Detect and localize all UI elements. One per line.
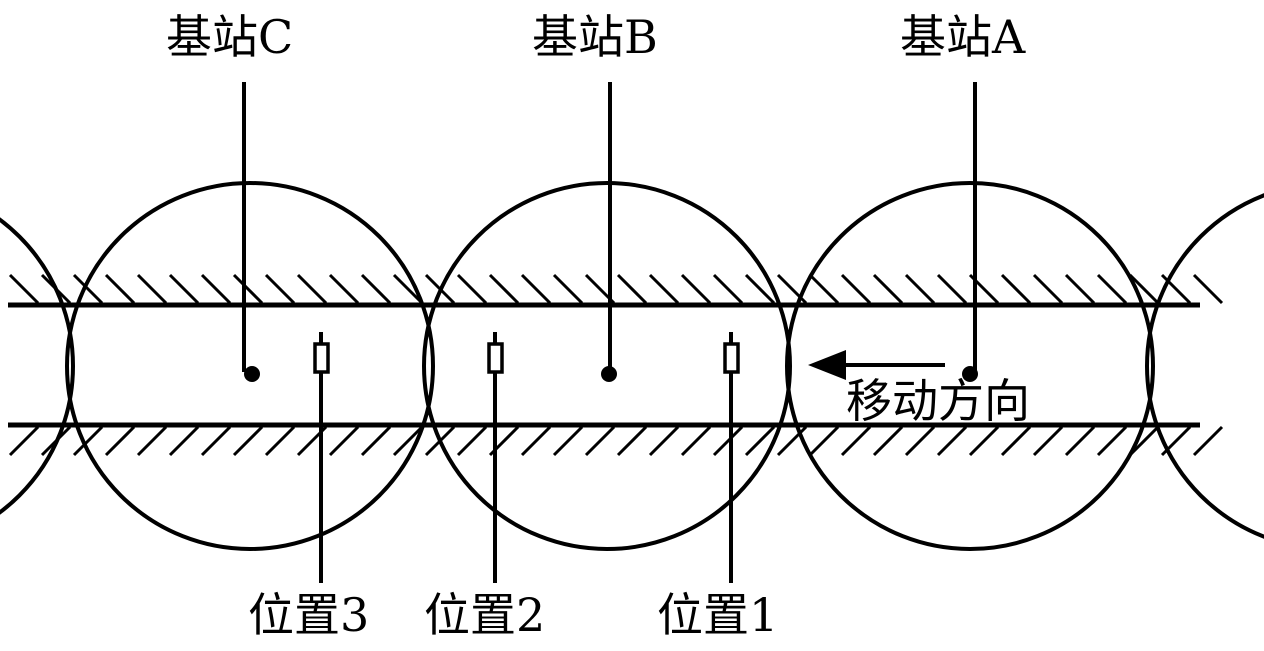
- upper-wall-hatch-line: [1160, 273, 1192, 305]
- position-1-label: 位置1: [657, 588, 779, 642]
- upper-wall-hatch-line: [72, 273, 104, 305]
- upper-wall-hatch-line: [680, 273, 712, 305]
- lower-wall-hatch-line: [1192, 425, 1224, 457]
- lower-wall-hatch-line: [616, 425, 648, 457]
- lower-wall-hatch-line: [40, 425, 72, 457]
- lower-wall-hatch-line: [1000, 425, 1032, 457]
- lower-wall-hatch-line: [872, 425, 904, 457]
- lower-wall-hatch-line: [1096, 425, 1128, 457]
- upper-road-wall: [8, 273, 1224, 308]
- upper-wall-hatch-line: [296, 273, 328, 305]
- upper-wall-hatch-line: [648, 273, 680, 305]
- lower-wall-hatch-line: [168, 425, 200, 457]
- upper-wall-hatch-line: [424, 273, 456, 305]
- position-3-label: 位置3: [248, 588, 370, 642]
- lower-wall-hatch-line: [456, 425, 488, 457]
- station-b-dot: [601, 366, 617, 382]
- upper-wall-hatch-line: [488, 273, 520, 305]
- lower-wall-hatch-line: [520, 425, 552, 457]
- lower-wall-hatch-line: [808, 425, 840, 457]
- lower-wall-hatch-line: [1032, 425, 1064, 457]
- lower-wall-hatch-line: [1128, 425, 1160, 457]
- station-a-dot: [962, 366, 978, 382]
- upper-wall-hatch-line: [712, 273, 744, 305]
- upper-wall-hatch-line: [936, 273, 968, 305]
- upper-wall-hatch-line: [744, 273, 776, 305]
- station-b-label: 基站B: [532, 10, 658, 64]
- position-1-marker: [723, 342, 740, 374]
- upper-wall-hatch-line: [8, 273, 40, 305]
- lower-wall-hatch-line: [680, 425, 712, 457]
- upper-wall-hatch-line: [1128, 273, 1160, 305]
- position-2-marker: [487, 342, 504, 374]
- lower-wall-hatch-line: [712, 425, 744, 457]
- lower-wall-hatch-line: [648, 425, 680, 457]
- lower-wall-hatch-line: [72, 425, 104, 457]
- upper-wall-hatch-line: [328, 273, 360, 305]
- upper-wall-hatch-line: [1032, 273, 1064, 305]
- lower-wall-hatch-line: [1064, 425, 1096, 457]
- lower-wall-hatch-line: [1160, 425, 1192, 457]
- lower-wall-hatch-line: [904, 425, 936, 457]
- coverage-circle-c: [65, 181, 435, 551]
- upper-wall-hatch-line: [456, 273, 488, 305]
- upper-wall-hatch-line: [360, 273, 392, 305]
- position-3-marker: [313, 342, 330, 374]
- upper-wall-hatch-line: [616, 273, 648, 305]
- upper-wall-hatch-line: [1096, 273, 1128, 305]
- lower-wall-hatch-line: [584, 425, 616, 457]
- lower-wall-hatch-line: [424, 425, 456, 457]
- lower-wall-hatch-line: [8, 425, 40, 457]
- upper-wall-hatch-line: [104, 273, 136, 305]
- lower-wall-hatch-line: [744, 425, 776, 457]
- upper-wall-hatch-line: [1000, 273, 1032, 305]
- upper-wall-hatch-line: [200, 273, 232, 305]
- upper-wall-hatch-line: [1064, 273, 1096, 305]
- upper-wall-hatch-line: [872, 273, 904, 305]
- lower-wall-hatch-line: [136, 425, 168, 457]
- lower-wall-hatch-line: [360, 425, 392, 457]
- lower-wall-hatch-line: [968, 425, 1000, 457]
- station-c-label: 基站C: [166, 10, 294, 64]
- coverage-circle-a: [785, 181, 1155, 551]
- upper-wall-hatch-line: [776, 273, 808, 305]
- coverage-circle-b: [422, 181, 792, 551]
- lower-wall-hatch-line: [776, 425, 808, 457]
- lower-road-wall: [8, 422, 1224, 457]
- upper-wall-hatch-line: [840, 273, 872, 305]
- upper-wall-hatch-line: [136, 273, 168, 305]
- lower-wall-hatch-line: [264, 425, 296, 457]
- upper-wall-hatch-line: [904, 273, 936, 305]
- lower-wall-hatch-line: [200, 425, 232, 457]
- station-c-dot: [244, 366, 260, 382]
- upper-wall-hatch-line: [168, 273, 200, 305]
- lower-wall-hatch-line: [328, 425, 360, 457]
- position-2-label: 位置2: [424, 588, 546, 642]
- upper-wall-hatch-line: [552, 273, 584, 305]
- direction-arrow-head: [808, 350, 846, 380]
- lower-wall-hatch-line: [232, 425, 264, 457]
- station-a-label: 基站A: [900, 10, 1026, 64]
- upper-wall-hatch-line: [232, 273, 264, 305]
- coverage-circle-right-partial: [1145, 193, 1264, 539]
- coverage-circle-left-partial: [0, 217, 75, 515]
- lower-wall-hatch-line: [936, 425, 968, 457]
- lower-wall-hatch-line: [392, 425, 424, 457]
- upper-wall-hatch-line: [1192, 273, 1224, 305]
- upper-wall-hatch-line: [808, 273, 840, 305]
- upper-wall-hatch-line: [264, 273, 296, 305]
- direction-label: 移动方向: [846, 374, 1030, 428]
- upper-wall-hatch-line: [40, 273, 72, 305]
- lower-wall-hatch-line: [552, 425, 584, 457]
- lower-wall-hatch-line: [840, 425, 872, 457]
- upper-wall-hatch-line: [520, 273, 552, 305]
- lower-wall-hatch-line: [104, 425, 136, 457]
- upper-wall-hatch-line: [392, 273, 424, 305]
